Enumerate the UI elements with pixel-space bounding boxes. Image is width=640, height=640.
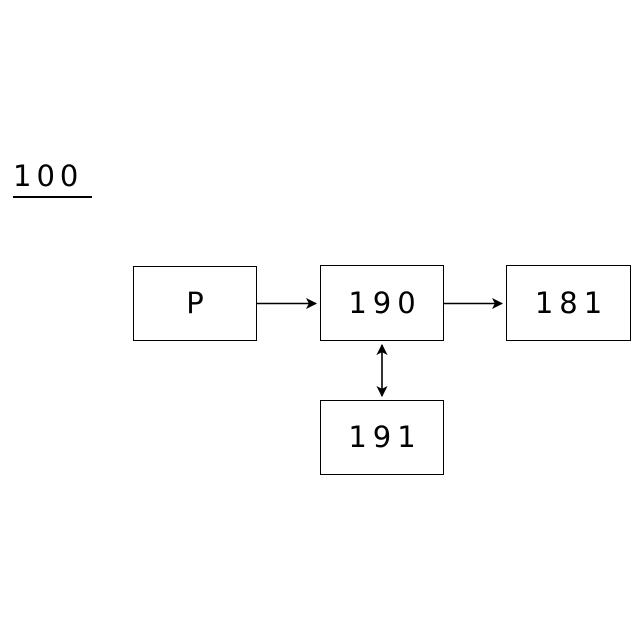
figure-reference-underline [13, 196, 92, 198]
node-181-label: 181 [534, 285, 609, 320]
node-191-label: 191 [348, 420, 422, 454]
node-181[interactable]: 181 [506, 265, 631, 341]
figure-reference-label: 100 [13, 159, 84, 193]
node-190-label: 190 [348, 285, 422, 320]
node-p-label: P [186, 286, 210, 320]
node-191[interactable]: 191 [320, 400, 444, 475]
node-190[interactable]: 190 [320, 265, 444, 341]
node-p[interactable]: P [133, 266, 257, 341]
